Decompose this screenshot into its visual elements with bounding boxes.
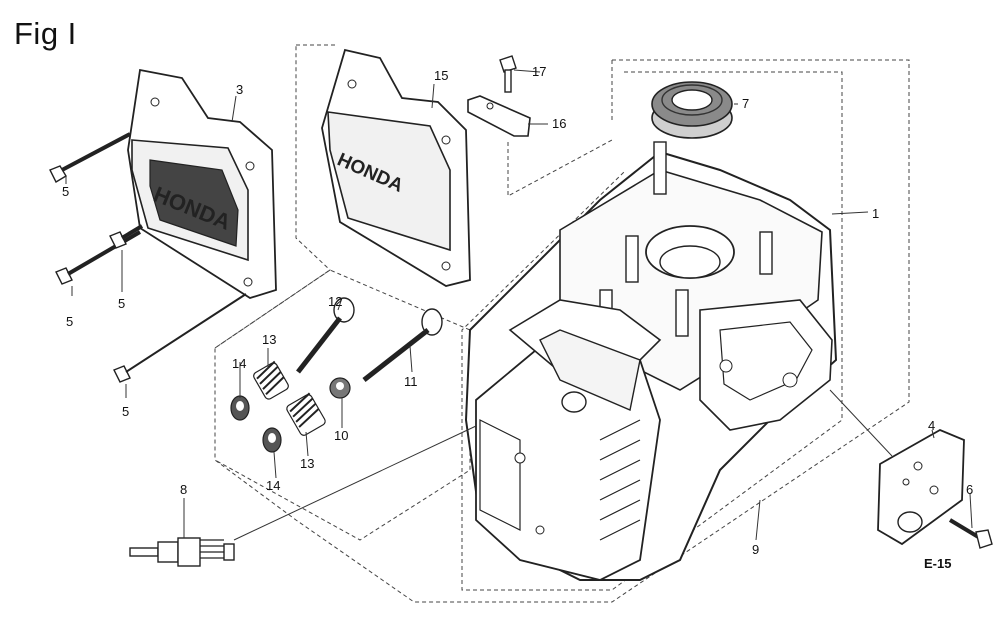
callout-16: 16 xyxy=(552,116,566,131)
callout-3: 3 xyxy=(236,82,243,97)
callout-4: 4 xyxy=(928,418,935,433)
callout-6: 6 xyxy=(966,482,973,497)
callout-13-upper: 13 xyxy=(262,332,276,347)
bolt-5-upper xyxy=(49,132,131,183)
callout-17: 17 xyxy=(532,64,546,79)
callout-5-middle: 5 xyxy=(66,314,73,329)
callout-11: 11 xyxy=(404,374,418,389)
callout-5-upper: 5 xyxy=(62,184,69,199)
gasket-4 xyxy=(877,428,965,546)
bolt-17 xyxy=(499,55,517,93)
bolt-5-lower xyxy=(113,293,247,383)
callout-12: 12 xyxy=(328,294,342,309)
bracket-boundary xyxy=(507,139,613,197)
valve-12 xyxy=(296,297,355,374)
callout-1: 1 xyxy=(872,206,879,221)
bolt-5-short xyxy=(109,224,144,249)
callout-7: 7 xyxy=(742,96,749,111)
retainer-14-upper xyxy=(230,395,250,421)
callout-14-upper: 14 xyxy=(232,356,246,371)
leader-lines xyxy=(65,69,973,541)
bolt-6 xyxy=(948,518,993,549)
valve-seal-10 xyxy=(329,377,351,399)
callout-10: 10 xyxy=(334,428,348,443)
callout-8: 8 xyxy=(180,482,187,497)
callout-13-lower: 13 xyxy=(300,456,314,471)
callout-14-lower: 14 xyxy=(266,478,280,493)
bolt-5-middle xyxy=(55,230,142,285)
callout-9: 9 xyxy=(752,542,759,557)
retainer-14-lower xyxy=(262,427,282,453)
head-cover-3: HONDA xyxy=(127,68,277,299)
head-cover-15: HONDA xyxy=(321,48,471,287)
cylinder-head-9 xyxy=(475,299,662,581)
valve-spring-13-upper xyxy=(253,360,289,400)
cylinder-group-boundary xyxy=(214,45,910,603)
valve-spring-13-lower xyxy=(286,392,326,436)
bracket-16 xyxy=(467,95,531,137)
callout-15: 15 xyxy=(434,68,448,83)
valve-group-boundary xyxy=(214,269,471,541)
cylinder-inner-boundary xyxy=(461,71,843,591)
figure-title: Fig I xyxy=(14,16,77,51)
callout-5-lower: 5 xyxy=(122,404,129,419)
valve-11 xyxy=(362,308,443,382)
page-reference: E-15 xyxy=(924,556,951,571)
oil-seal-7 xyxy=(651,81,733,139)
spark-plug-8 xyxy=(129,537,235,567)
callout-5-short: 5 xyxy=(118,296,125,311)
